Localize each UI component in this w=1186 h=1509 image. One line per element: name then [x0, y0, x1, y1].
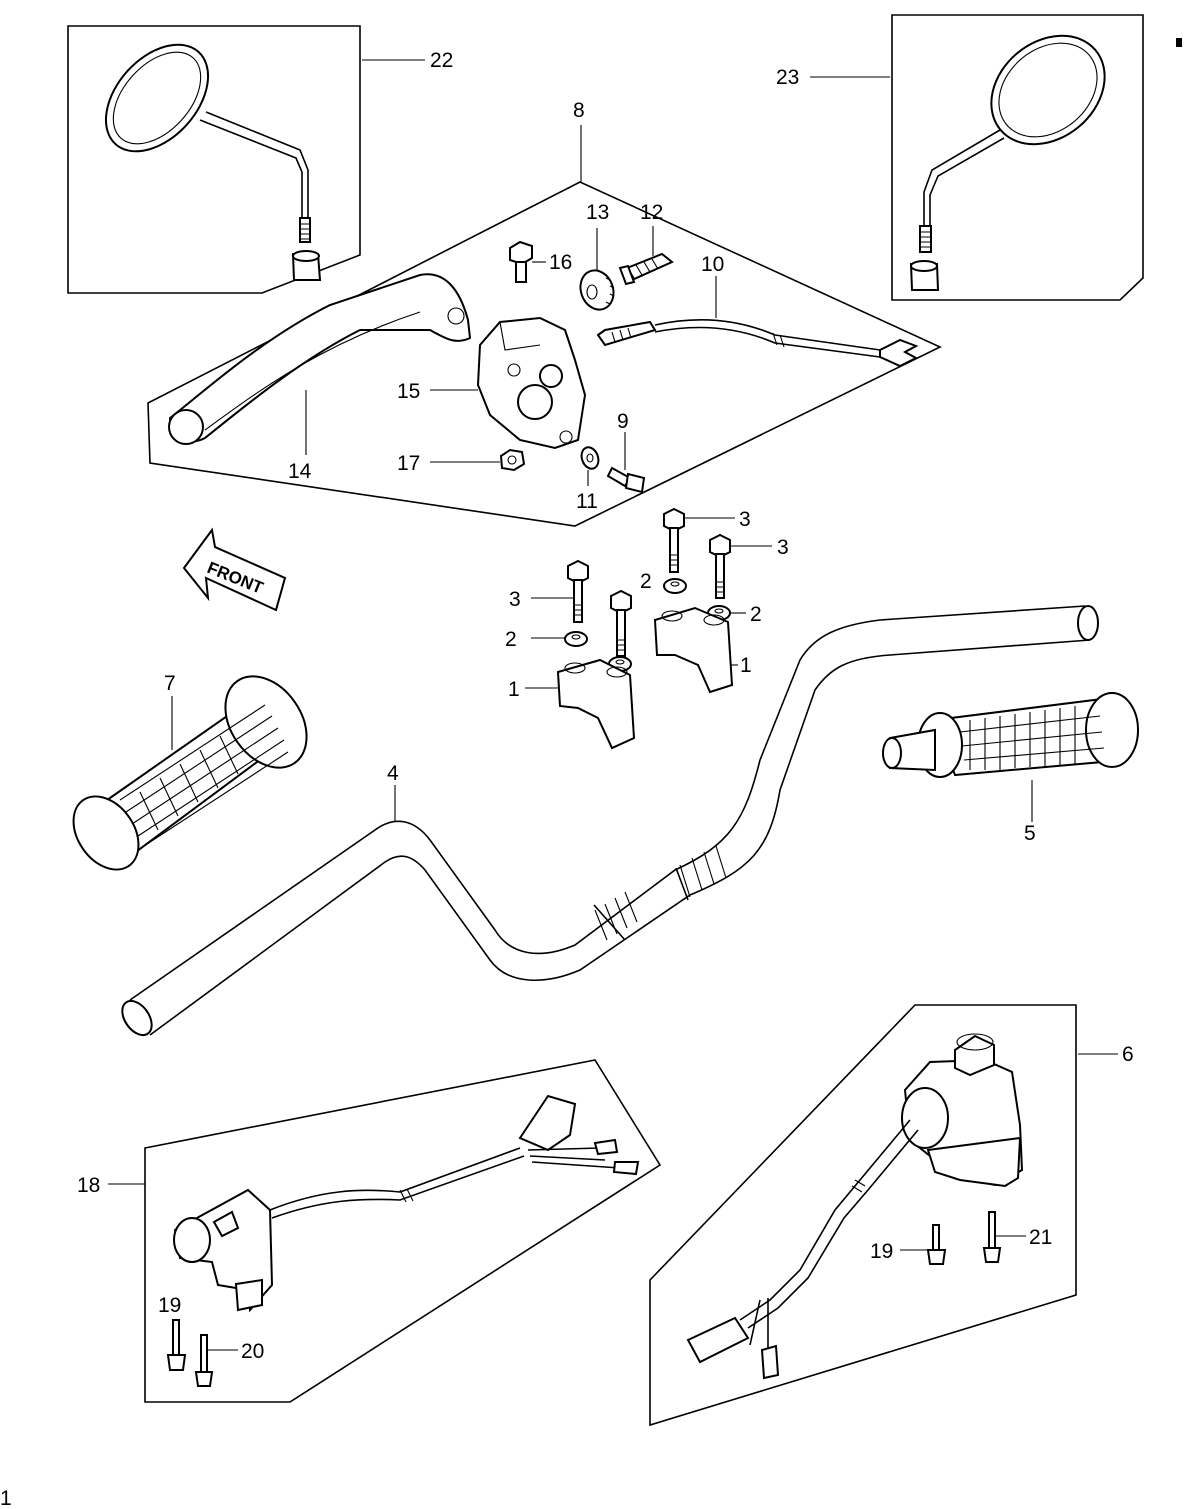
lever-assembly-panel — [147, 181, 942, 527]
callout-17: 17 — [397, 452, 420, 475]
callout-1b: 1 — [740, 654, 752, 677]
washer-2a — [564, 631, 588, 647]
callout-19a: 19 — [158, 1294, 181, 1317]
callout-23: 23 — [776, 66, 799, 89]
lever-holder — [476, 316, 587, 450]
callout-14: 14 — [288, 460, 312, 483]
clutch-switch — [596, 319, 919, 368]
front-direction-arrow: FRONT — [182, 527, 287, 612]
callout-11: 11 — [576, 490, 598, 513]
cable-adjuster — [618, 252, 674, 286]
handlebar — [121, 605, 1099, 1037]
callout-2a: 2 — [505, 628, 517, 651]
callout-16: 16 — [549, 251, 572, 274]
callout-20: 20 — [241, 1340, 264, 1363]
callout-9: 9 — [617, 410, 629, 433]
callout-7: 7 — [164, 672, 176, 695]
mirror-left-panel — [67, 25, 361, 294]
callout-15: 15 — [397, 380, 420, 403]
callout-8: 8 — [573, 99, 585, 122]
clamp-1b — [653, 606, 734, 694]
callout-10: 10 — [701, 253, 724, 276]
adjuster-lock-nut — [579, 269, 615, 311]
right-switch-panel — [649, 1004, 1077, 1427]
callout-4: 4 — [387, 762, 399, 785]
pivot-bolt — [509, 240, 533, 283]
switch-screw — [606, 466, 646, 494]
clutch-lever — [168, 273, 472, 445]
callout-18: 18 — [77, 1174, 100, 1197]
callout-21: 21 — [1029, 1226, 1052, 1249]
bolt-3b — [663, 507, 685, 573]
page-margin-mark: 1 — [0, 1487, 12, 1509]
screw-19a — [166, 1319, 187, 1371]
bolt-3a — [567, 559, 589, 623]
lever-nut — [499, 448, 526, 472]
left-switch-panel — [144, 1059, 662, 1403]
corner-mark — [1176, 38, 1182, 47]
mirror-right-panel — [891, 14, 1144, 301]
callout-19b: 19 — [870, 1240, 893, 1263]
callout-2c: 2 — [750, 603, 762, 626]
grip-left — [72, 675, 308, 871]
callout-5: 5 — [1024, 822, 1036, 845]
washer — [580, 446, 600, 470]
callout-12: 12 — [640, 201, 663, 224]
bolt-3d — [610, 589, 632, 657]
clamp-1a — [556, 658, 636, 750]
callout-2b: 2 — [640, 570, 652, 593]
callout-3a: 3 — [509, 588, 521, 611]
washer-2b — [663, 578, 687, 594]
callout-13: 13 — [586, 201, 609, 224]
callout-3c: 3 — [777, 536, 789, 559]
screw-19b — [926, 1224, 947, 1265]
callout-1a: 1 — [508, 678, 520, 701]
screw-20 — [194, 1334, 214, 1387]
screw-21 — [982, 1211, 1002, 1263]
callout-22: 22 — [430, 49, 453, 72]
callout-3b: 3 — [739, 508, 751, 531]
grip-right — [882, 692, 1139, 778]
callout-6: 6 — [1122, 1043, 1134, 1066]
bolt-3c — [709, 533, 731, 599]
